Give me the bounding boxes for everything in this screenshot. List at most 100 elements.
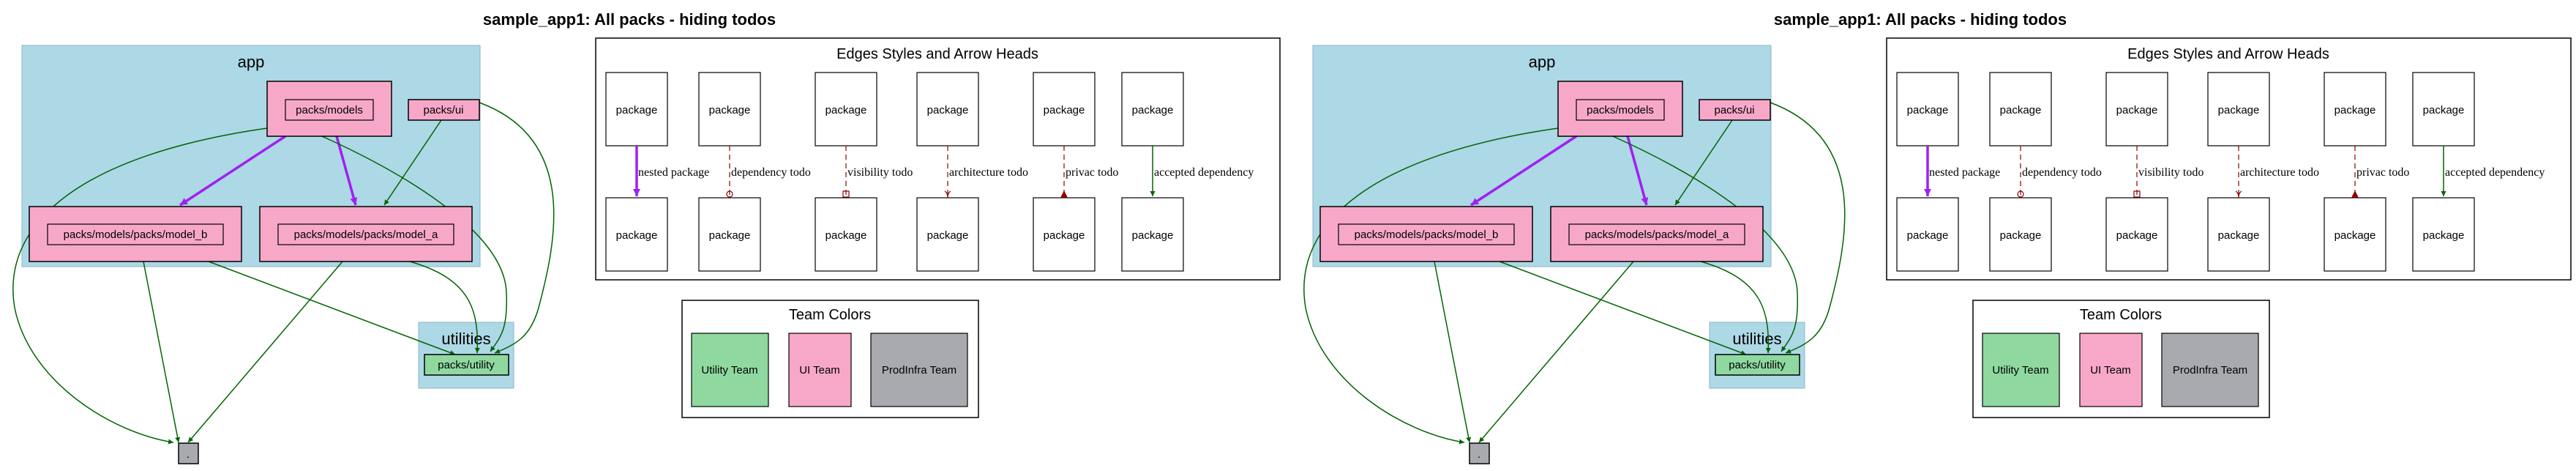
utilities-cluster-label: utilities <box>1732 330 1781 348</box>
node-model-b[interactable]: packs/models/packs/model_b <box>1319 206 1533 262</box>
node-model-a[interactable]: packs/models/packs/model_a <box>259 206 473 262</box>
legend-package-label: package <box>2000 104 2042 116</box>
node-root[interactable]: . <box>1469 442 1490 464</box>
edge-ui-to-utility <box>479 102 555 354</box>
legend-package-label: package <box>616 104 658 116</box>
node-packs-models-label: packs/models <box>296 104 363 116</box>
node-packs-ui-label: packs/ui <box>1714 104 1754 116</box>
edge-models-to-utility <box>1612 136 1798 352</box>
node-model-b[interactable]: packs/models/packs/model_b <box>29 206 242 262</box>
node-packs-utility-label: packs/utility <box>1729 359 1786 371</box>
edge-ui-to-utility <box>1770 102 1846 354</box>
team-swatch-prodinfra: ProdInfra Team <box>870 333 968 407</box>
legend-visibility-label: visibility todo <box>847 166 913 179</box>
legend-accepted-label: accepted dependency <box>1154 166 1254 179</box>
legend-package-label: package <box>616 229 658 242</box>
legend-package-label: package <box>2334 104 2376 116</box>
legend-edge-styles-title: Edges Styles and Arrow Heads <box>836 46 1038 62</box>
app-cluster-label: app <box>238 53 265 71</box>
team-swatch-ui: UI Team <box>788 333 852 407</box>
legend-team-colors: Team Colors Utility Team UI Team ProdInf… <box>1972 300 2270 418</box>
legend-package-label: package <box>927 104 969 116</box>
edge-models-to-utility <box>321 136 507 352</box>
legend-package-label: package <box>1132 229 1174 242</box>
edge-model-a-to-root <box>1478 261 1634 443</box>
edge-models-to-root <box>12 127 268 445</box>
node-packs-utility-label: packs/utility <box>438 359 495 371</box>
legend-package-label: package <box>2116 104 2158 116</box>
legend-package-label: package <box>2423 229 2465 242</box>
legend-edge-styles-title: Edges Styles and Arrow Heads <box>2127 46 2329 62</box>
legend-nested-label: nested package <box>1929 166 2000 179</box>
edge-ui-to-model-a <box>383 119 442 206</box>
legend-dependency-pair: package package dependency todo <box>1989 72 2102 272</box>
node-packs-utility[interactable]: packs/utility <box>424 354 509 376</box>
legend-package-label: package <box>1044 229 1085 242</box>
legend-package-label: package <box>709 229 751 242</box>
legend-dependency-pair: package package dependency todo <box>698 72 811 272</box>
node-root[interactable]: . <box>178 442 199 464</box>
legend-accepted-pair: package package accepted dependency <box>2412 72 2545 272</box>
legend-package-label: package <box>825 229 867 242</box>
legend-accepted-label: accepted dependency <box>2445 166 2545 179</box>
legend-privacy-label: privac todo <box>2356 166 2409 179</box>
app-cluster-label: app <box>1529 53 1556 71</box>
legend-nested-pair: package package nested package <box>1896 72 2000 272</box>
edge-models-to-model-b <box>179 135 286 207</box>
team-swatch-utility: Utility Team <box>691 333 769 407</box>
edge-model-b-to-root <box>1434 261 1472 443</box>
legend-package-label: package <box>927 229 969 242</box>
team-swatch-ui: UI Team <box>2079 333 2143 407</box>
legend-package-label: package <box>2000 229 2042 242</box>
team-prodinfra-label: ProdInfra Team <box>2173 364 2247 377</box>
edge-model-b-to-root <box>143 261 181 443</box>
legend-visibility-label: visibility todo <box>2138 166 2204 179</box>
team-utility-label: Utility Team <box>1992 364 2048 377</box>
edge-models-to-root <box>1303 127 1559 445</box>
node-packs-ui[interactable]: packs/ui <box>1699 99 1771 121</box>
legend-package-label: package <box>825 104 867 116</box>
node-root-label: . <box>1478 448 1480 461</box>
legend-package-label: package <box>1132 104 1174 116</box>
node-packs-models[interactable]: packs/models <box>1557 81 1683 137</box>
team-swatch-utility: Utility Team <box>1982 333 2060 407</box>
legend-team-colors-title: Team Colors <box>2080 307 2162 323</box>
legend-privacy-pair: package package privac todo <box>1033 72 1118 272</box>
node-model-b-label: packs/models/packs/model_b <box>64 229 208 241</box>
legend-architecture-label: architecture todo <box>2240 166 2319 179</box>
edge-model-a-to-utility <box>1700 261 1771 354</box>
legend-package-label: package <box>1044 104 1085 116</box>
legend-nested-label: nested package <box>638 166 709 179</box>
team-prodinfra-label: ProdInfra Team <box>882 364 956 377</box>
legend-dependency-label: dependency todo <box>731 166 811 179</box>
node-packs-models[interactable]: packs/models <box>266 81 392 137</box>
edge-ui-to-model-a <box>1674 119 1733 206</box>
legend-package-label: package <box>1907 104 1949 116</box>
node-packs-ui[interactable]: packs/ui <box>408 99 480 121</box>
legend-package-label: package <box>2116 229 2158 242</box>
node-packs-models-label: packs/models <box>1587 104 1654 116</box>
legend-team-colors-title: Team Colors <box>789 307 871 323</box>
node-packs-utility[interactable]: packs/utility <box>1715 354 1800 376</box>
node-model-b-label: packs/models/packs/model_b <box>1355 229 1499 241</box>
node-model-a[interactable]: packs/models/packs/model_a <box>1550 206 1764 262</box>
diagram-copy-left: sample_app1: All packs - hiding todos ap… <box>12 10 1281 464</box>
legend-visibility-pair: package package visibility todo <box>2105 72 2204 272</box>
legend-package-label: package <box>709 104 751 116</box>
edge-model-a-to-root <box>187 261 343 443</box>
legend-package-label: package <box>2218 104 2260 116</box>
legend-package-label: package <box>2334 229 2376 242</box>
utilities-cluster-label: utilities <box>441 330 490 348</box>
team-ui-label: UI Team <box>799 364 840 377</box>
node-model-a-label: packs/models/packs/model_a <box>1585 229 1729 241</box>
team-utility-label: Utility Team <box>701 364 757 377</box>
legend-dependency-label: dependency todo <box>2022 166 2102 179</box>
legend-architecture-pair: package package architecture todo <box>2207 72 2319 272</box>
legend-package-label: package <box>2423 104 2465 116</box>
legend-package-label: package <box>1907 229 1949 242</box>
legend-visibility-pair: package package visibility todo <box>815 72 913 272</box>
legend-accepted-pair: package package accepted dependency <box>1121 72 1254 272</box>
team-ui-label: UI Team <box>2090 364 2131 377</box>
legend-privacy-pair: package package privac todo <box>2324 72 2409 272</box>
